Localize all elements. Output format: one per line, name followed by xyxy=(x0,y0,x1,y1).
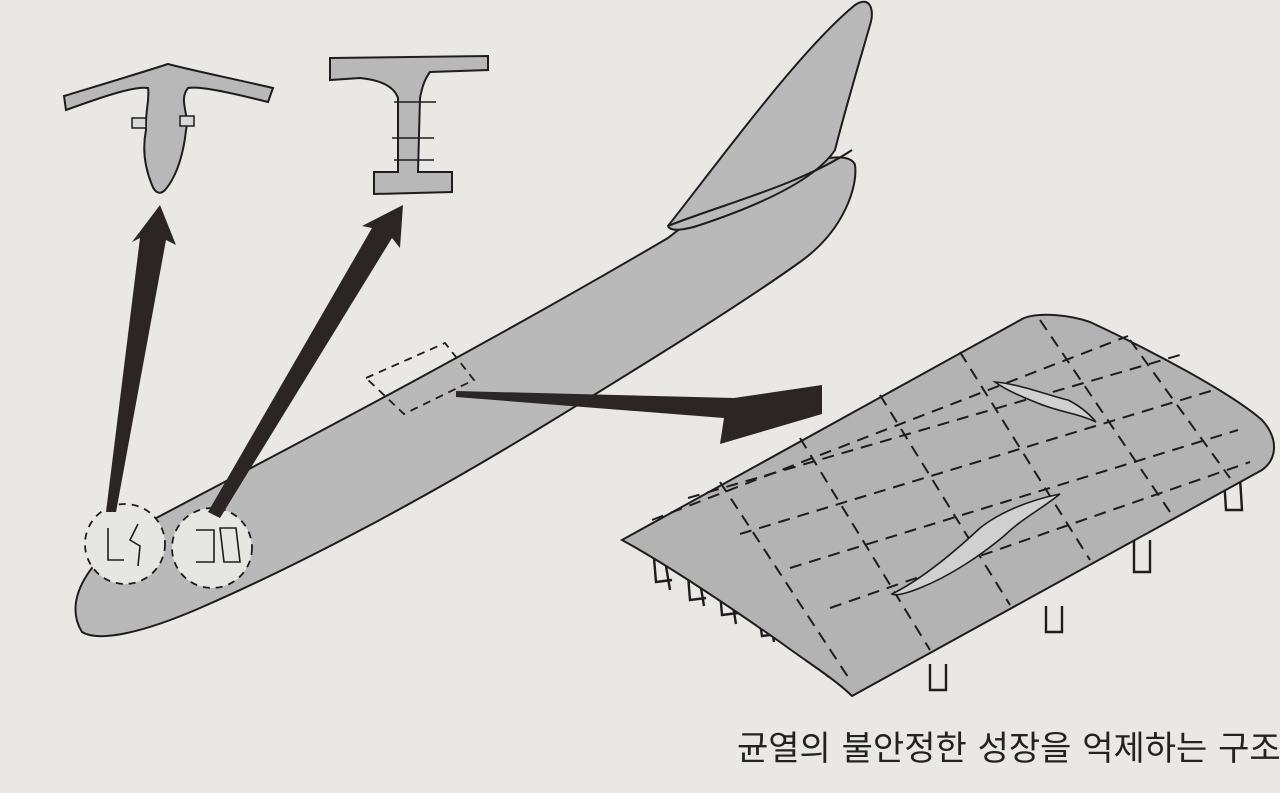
caption-text: 균열의 불안정한 성장을 억제하는 구조 xyxy=(737,729,1280,769)
tail-fin xyxy=(666,0,873,231)
frame-section-detail xyxy=(62,62,275,194)
bolt-left xyxy=(131,117,147,129)
stringer-location-circle xyxy=(171,507,253,589)
arrows xyxy=(106,205,822,518)
panel-location-marker xyxy=(364,341,476,416)
crack-upper xyxy=(992,380,1097,423)
bolt-right xyxy=(179,115,195,127)
arrow-to-panel xyxy=(456,385,822,444)
crack-lower xyxy=(890,493,1061,596)
arrow-to-stringer xyxy=(208,205,403,518)
skin-panel-detail xyxy=(619,313,1276,698)
stringer-section-detail xyxy=(329,54,489,196)
frame-location-circle xyxy=(84,503,166,585)
arrow-to-frame xyxy=(106,205,176,512)
